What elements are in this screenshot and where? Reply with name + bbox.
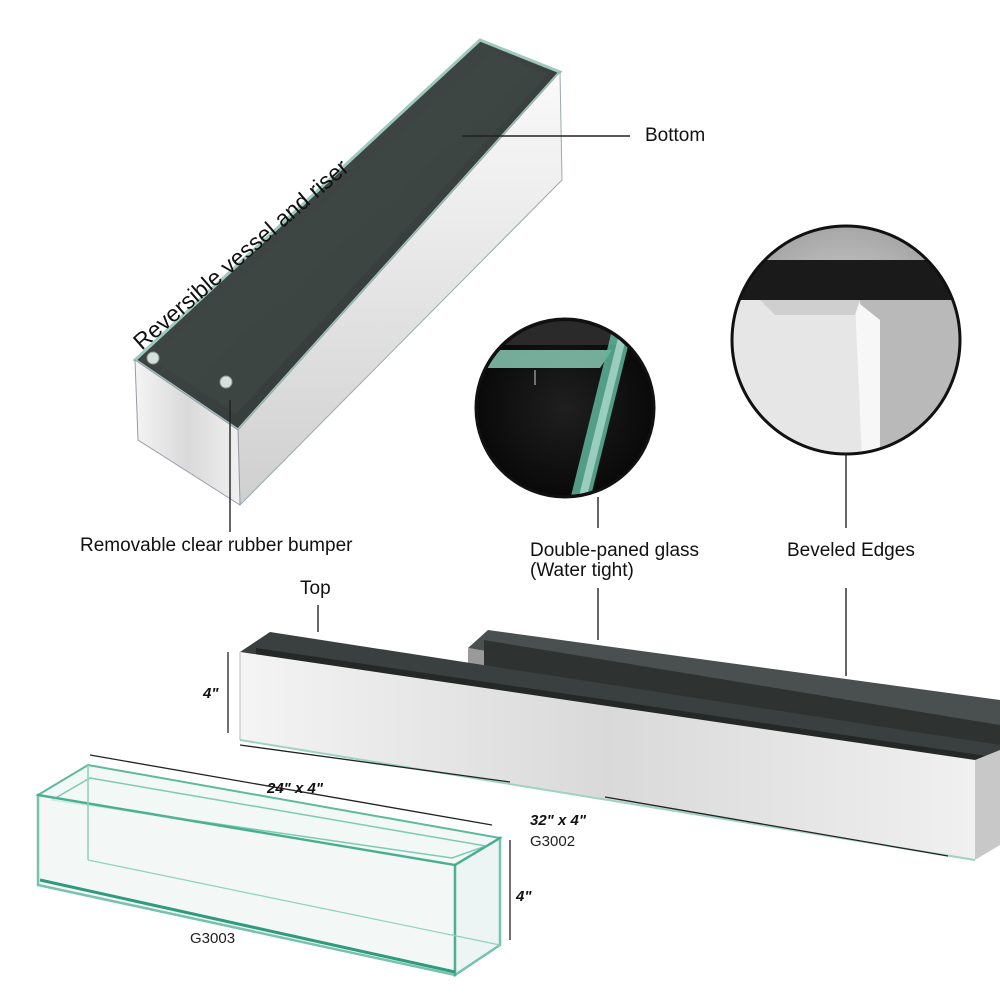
bottom-callout: Bottom [645, 125, 706, 146]
clear-glass-vessel-g3003 [35, 754, 511, 978]
top-callout: Top [300, 578, 331, 599]
height-dimension-left: 4" [203, 685, 219, 702]
height-dimension-right: 4" [516, 888, 532, 905]
double-paned-callout: Double-paned glass [530, 540, 700, 561]
product-code-g3002: G3002 [530, 833, 576, 850]
mirrored-riser-vessel [132, 38, 630, 532]
beveled-edges-callout: Beveled Edges [787, 540, 915, 561]
beveled-edges-zoom [730, 224, 962, 528]
double-paned-glass-zoom [474, 317, 656, 528]
product-code-g3003: G3003 [190, 930, 236, 947]
water-tight-note: (Water tight) [530, 560, 634, 581]
small-size-dimension: 24" x 4" [267, 780, 323, 797]
large-size-dimension: 32" x 4" [530, 812, 586, 829]
bumper-callout: Removable clear rubber bumper [80, 535, 353, 556]
mirrored-vessel-g3002 [227, 605, 1000, 861]
